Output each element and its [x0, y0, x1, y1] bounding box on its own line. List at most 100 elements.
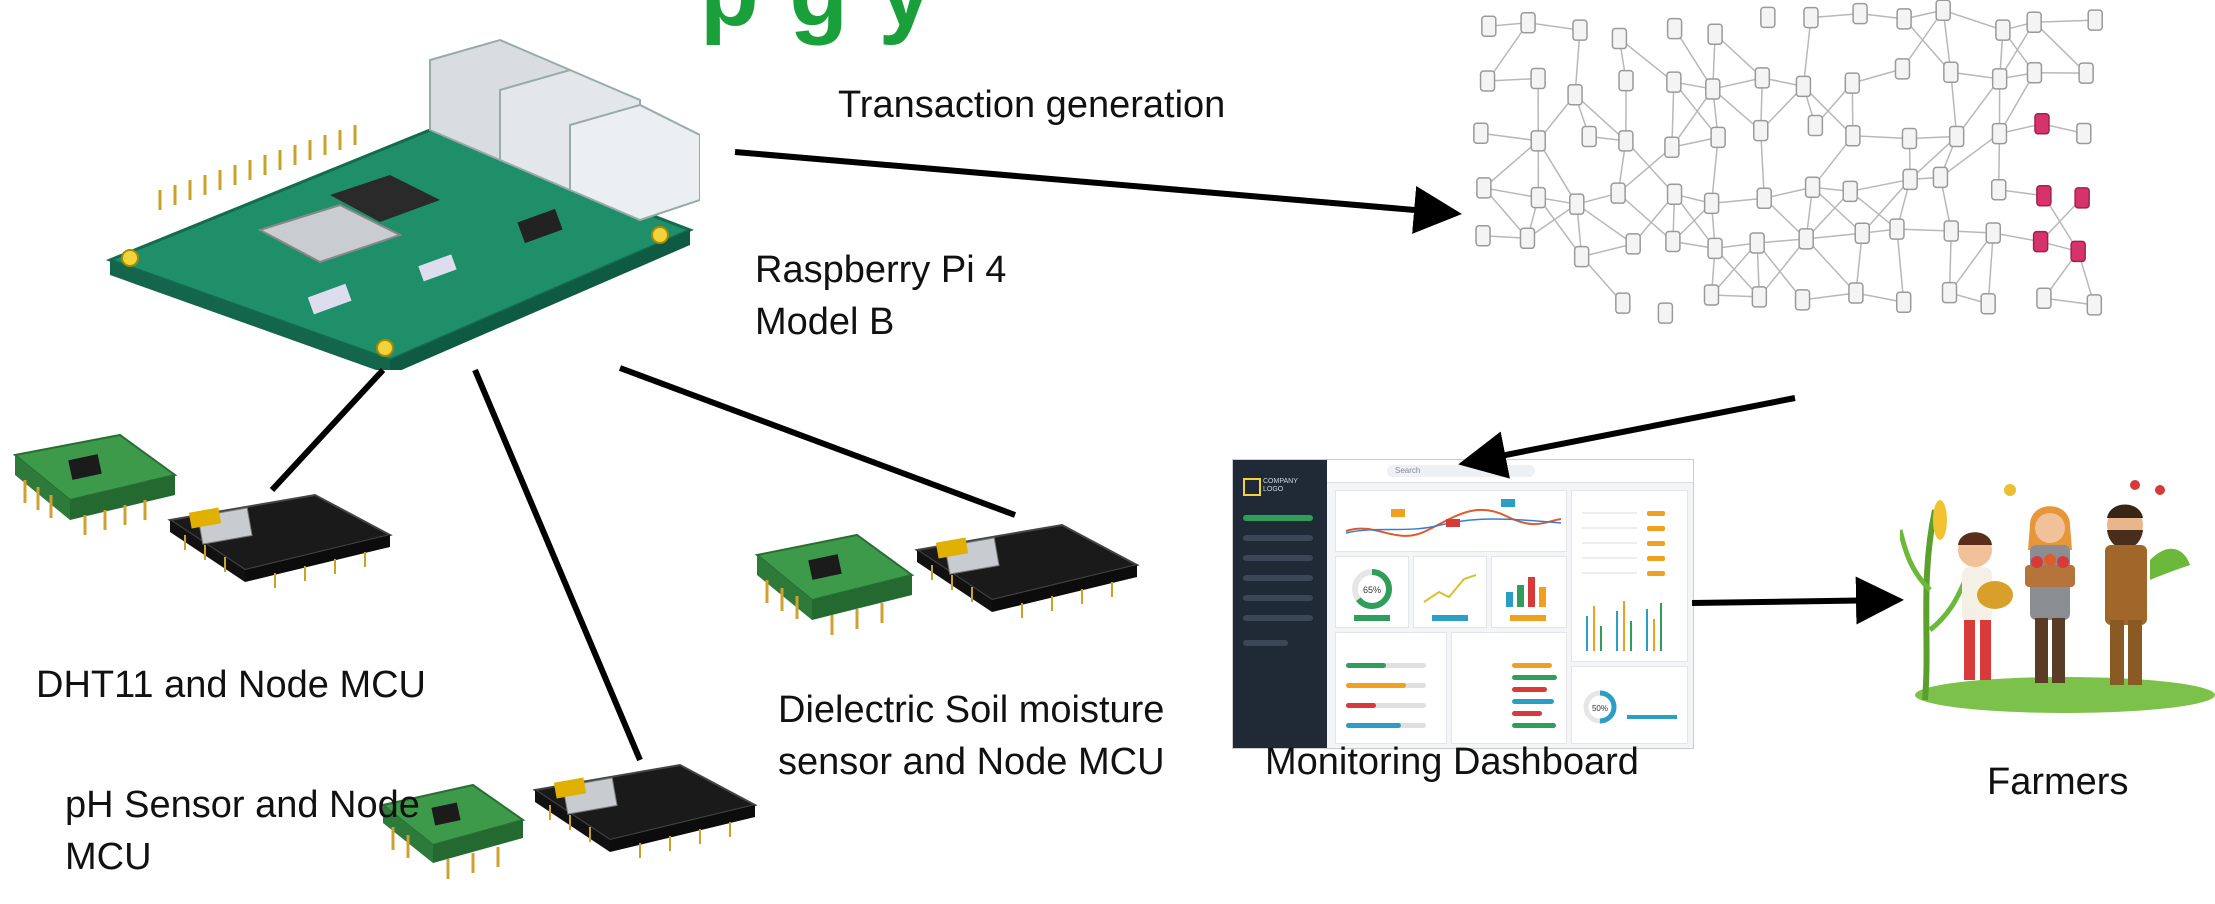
block-node: [1990, 178, 2007, 201]
arrow-blockchain-to-dashboard: [1458, 395, 1796, 479]
block-node: [1760, 6, 1776, 29]
block-node: [2087, 9, 2103, 31]
block-node: [2032, 230, 2049, 253]
block-node: [1754, 67, 1771, 89]
block-node: [1618, 130, 1634, 152]
block-node: [1703, 284, 1720, 306]
block-node: [2036, 184, 2052, 207]
block-node: [1845, 125, 1861, 147]
block-node: [1844, 72, 1861, 94]
link-rpi-soil: [618, 365, 1017, 518]
title-fragment: p g y: [700, 0, 934, 48]
nodemcu-board-image-3: [914, 523, 1140, 618]
block-node: [1476, 177, 1492, 199]
block-node: [1703, 192, 1720, 215]
nodemcu-board-image-1: [167, 493, 393, 588]
block-node: [1854, 222, 1870, 244]
block-node: [1932, 166, 1949, 189]
block-node: [1807, 114, 1824, 137]
block-node: [1530, 186, 1547, 209]
block-node: [1749, 232, 1765, 254]
dashboard-image: COMPANY LOGO Search 65%: [1232, 459, 1694, 749]
block-node: [1615, 292, 1631, 314]
block-node: [1530, 130, 1547, 152]
ph-sensor-image: [380, 783, 526, 879]
block-node: [1618, 69, 1634, 92]
block-node: [1707, 237, 1723, 260]
block-node: [1935, 0, 1951, 21]
raspberry-pi-label-line2: Model B: [755, 301, 895, 343]
block-node: [1664, 136, 1680, 158]
block-node: [1842, 180, 1859, 203]
link-rpi-ph: [472, 368, 643, 762]
gauge-label-1: 65%: [1363, 585, 1381, 595]
monitoring-dashboard-label: Monitoring Dashboard: [1265, 741, 1639, 783]
block-node: [1611, 27, 1628, 50]
farmers-label: Farmers: [1987, 761, 2129, 803]
block-node: [2036, 287, 2052, 310]
block-node: [1852, 2, 1868, 25]
block-node: [1666, 183, 1683, 206]
block-node: [1895, 291, 1912, 314]
block-node: [1473, 122, 1489, 144]
block-node: [1710, 126, 1726, 149]
ph-sensor-label-line2: MCU: [65, 836, 152, 878]
block-node: [1625, 233, 1641, 255]
block-node: [1666, 71, 1682, 93]
block-node: [1479, 70, 1496, 92]
block-node: [1581, 125, 1597, 148]
block-node: [1943, 61, 1959, 84]
block-node: [1573, 245, 1590, 268]
block-node: [1941, 281, 1958, 304]
block-node: [2086, 294, 2103, 316]
block-node: [1848, 282, 1864, 304]
block-node: [1798, 228, 1814, 250]
block-node: [1803, 6, 1819, 29]
gauge-label-2: 50%: [1592, 704, 1608, 713]
dht11-sensor-image: [12, 433, 178, 535]
block-node: [1475, 224, 1491, 247]
soil-sensor-label-line2: sensor and Node MCU: [778, 741, 1165, 783]
block-node: [1902, 168, 1918, 191]
block-node: [1751, 286, 1768, 308]
block-node: [1610, 182, 1626, 204]
raspberry-pi-label-line1: Raspberry Pi 4: [755, 249, 1007, 291]
nodemcu-board-image-2: [532, 763, 758, 858]
block-node: [2034, 113, 2050, 135]
arrow-dashboard-to-farmers: [1691, 576, 1904, 625]
block-node: [1519, 227, 1536, 250]
block-node: [1889, 218, 1905, 240]
block-node: [1657, 302, 1674, 324]
soil-moisture-sensor-image: [754, 533, 915, 635]
block-node: [1707, 23, 1723, 45]
block-node: [2078, 62, 2094, 84]
block-node: [2076, 122, 2092, 145]
block-node: [1896, 8, 1912, 30]
block-node: [1991, 68, 2008, 90]
block-node: [1665, 230, 1681, 253]
block-node: [2026, 62, 2043, 84]
block-node: [1794, 289, 1811, 311]
block-node: [2074, 187, 2090, 209]
block-node: [1948, 125, 1965, 148]
transaction-generation-label: Transaction generation: [838, 84, 1226, 126]
block-node: [1901, 127, 1918, 150]
soil-sensor-label-line1: Dielectric Soil moisture: [778, 689, 1165, 731]
block-node: [1572, 19, 1588, 41]
raspberry-pi-image: [105, 38, 700, 370]
block-node: [1991, 122, 2008, 145]
block-node: [1943, 220, 1959, 242]
block-node: [1985, 222, 2002, 244]
farmers-image: [1900, 480, 2215, 713]
dht11-label: DHT11 and Node MCU: [36, 664, 427, 706]
arrow-rpi-to-blockchain: [734, 149, 1462, 234]
block-node: [1520, 12, 1536, 34]
link-rpi-dht11: [269, 367, 386, 493]
company-logo-text: COMPANY LOGO: [1263, 478, 1298, 493]
blockchain-network-image: [1473, 0, 2103, 324]
block-node: [1481, 15, 1497, 37]
logo-icon: [1243, 478, 1261, 496]
block-node: [2026, 11, 2042, 33]
block-node: [1756, 187, 1772, 210]
